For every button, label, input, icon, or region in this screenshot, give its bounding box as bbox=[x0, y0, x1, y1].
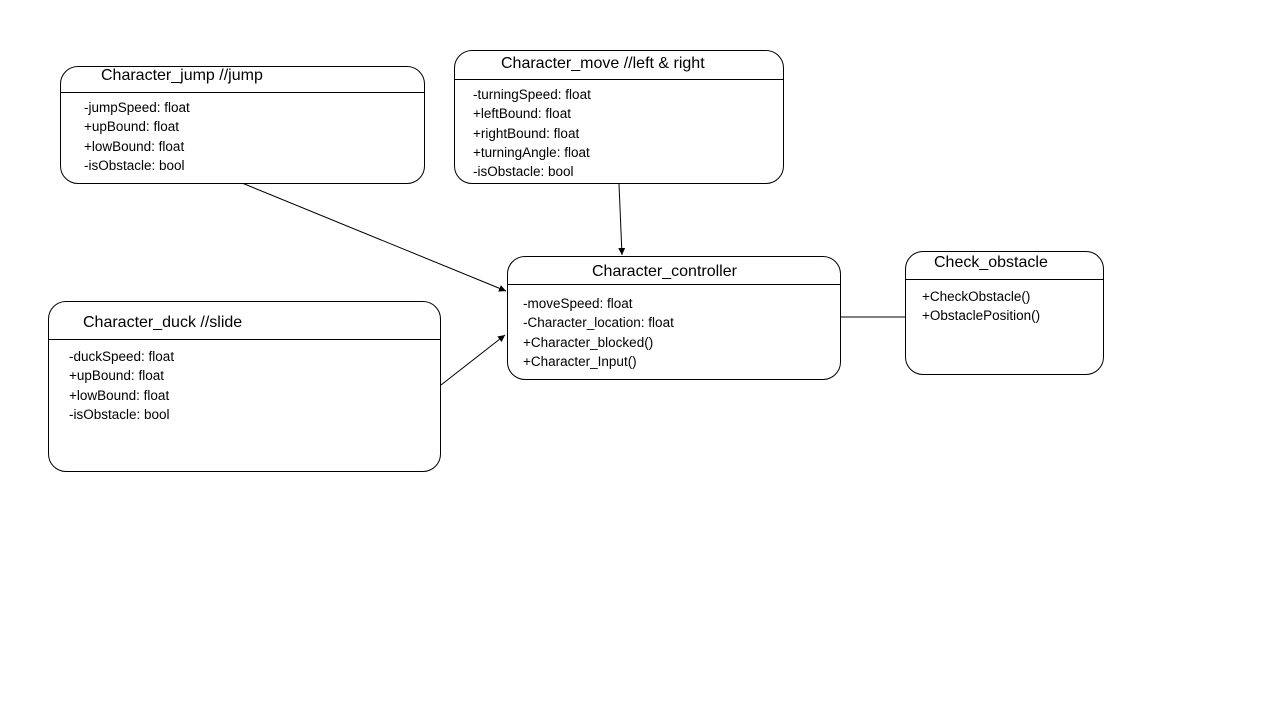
member-item: -moveSpeed: float bbox=[523, 296, 633, 311]
member-item: +upBound: float bbox=[69, 368, 164, 384]
class-divider bbox=[906, 279, 1103, 280]
class-name-character-duck: Character_duck //slide bbox=[83, 314, 243, 331]
member-item: -Character_location: float bbox=[523, 315, 674, 331]
class-name-character-move: Character_move //left & right bbox=[501, 55, 705, 72]
member-item: +leftBound: float bbox=[473, 106, 571, 122]
class-divider bbox=[508, 284, 840, 285]
connector-move-to-controller bbox=[618, 183, 626, 256]
class-name-character-controller: Character_controller bbox=[592, 263, 737, 280]
class-box-character-jump[interactable]: Character_jump //jump -jumpSpeed: float … bbox=[60, 66, 425, 184]
member-item: +CheckObstacle() bbox=[922, 289, 1031, 304]
class-divider bbox=[61, 92, 424, 93]
member-item: +rightBound: float bbox=[473, 125, 580, 141]
member-item: -duckSpeed: float bbox=[69, 349, 175, 364]
class-divider bbox=[455, 79, 783, 80]
connector-jump-to-controller bbox=[241, 182, 507, 292]
member-item: +Character_blocked() bbox=[523, 334, 654, 350]
member-item: +ObstaclePosition() bbox=[922, 308, 1041, 324]
member-item: -turningSpeed: float bbox=[473, 87, 591, 102]
member-list-character-controller: -moveSpeed: float -Character_location: f… bbox=[523, 294, 674, 371]
class-divider bbox=[49, 339, 440, 340]
member-item: +turningAngle: float bbox=[473, 144, 590, 160]
class-name-check-obstacle: Check_obstacle bbox=[934, 254, 1048, 271]
class-box-character-duck[interactable]: Character_duck //slide -duckSpeed: float… bbox=[48, 301, 441, 472]
member-item: -isObstacle: bool bbox=[84, 157, 185, 173]
member-list-character-duck: -duckSpeed: float +upBound: float +lowBo… bbox=[69, 347, 174, 424]
member-item: -isObstacle: bool bbox=[473, 164, 574, 180]
member-item: -isObstacle: bool bbox=[69, 406, 170, 422]
member-item: +upBound: float bbox=[84, 119, 179, 135]
member-list-check-obstacle: +CheckObstacle() +ObstaclePosition() bbox=[922, 287, 1040, 326]
class-box-character-move[interactable]: Character_move //left & right -turningSp… bbox=[454, 50, 784, 184]
member-item: +lowBound: float bbox=[69, 387, 170, 403]
member-item: -jumpSpeed: float bbox=[84, 100, 190, 115]
connector-duck-to-controller bbox=[440, 334, 506, 386]
member-list-character-jump: -jumpSpeed: float +upBound: float +lowBo… bbox=[84, 98, 190, 175]
class-box-check-obstacle[interactable]: Check_obstacle +CheckObstacle() +Obstacl… bbox=[905, 251, 1104, 375]
class-name-character-jump: Character_jump //jump bbox=[101, 67, 263, 84]
member-item: +Character_Input() bbox=[523, 353, 637, 369]
member-list-character-move: -turningSpeed: float +leftBound: float +… bbox=[473, 85, 591, 181]
class-box-character-controller[interactable]: Character_controller -moveSpeed: float -… bbox=[507, 256, 841, 380]
member-item: +lowBound: float bbox=[84, 138, 185, 154]
